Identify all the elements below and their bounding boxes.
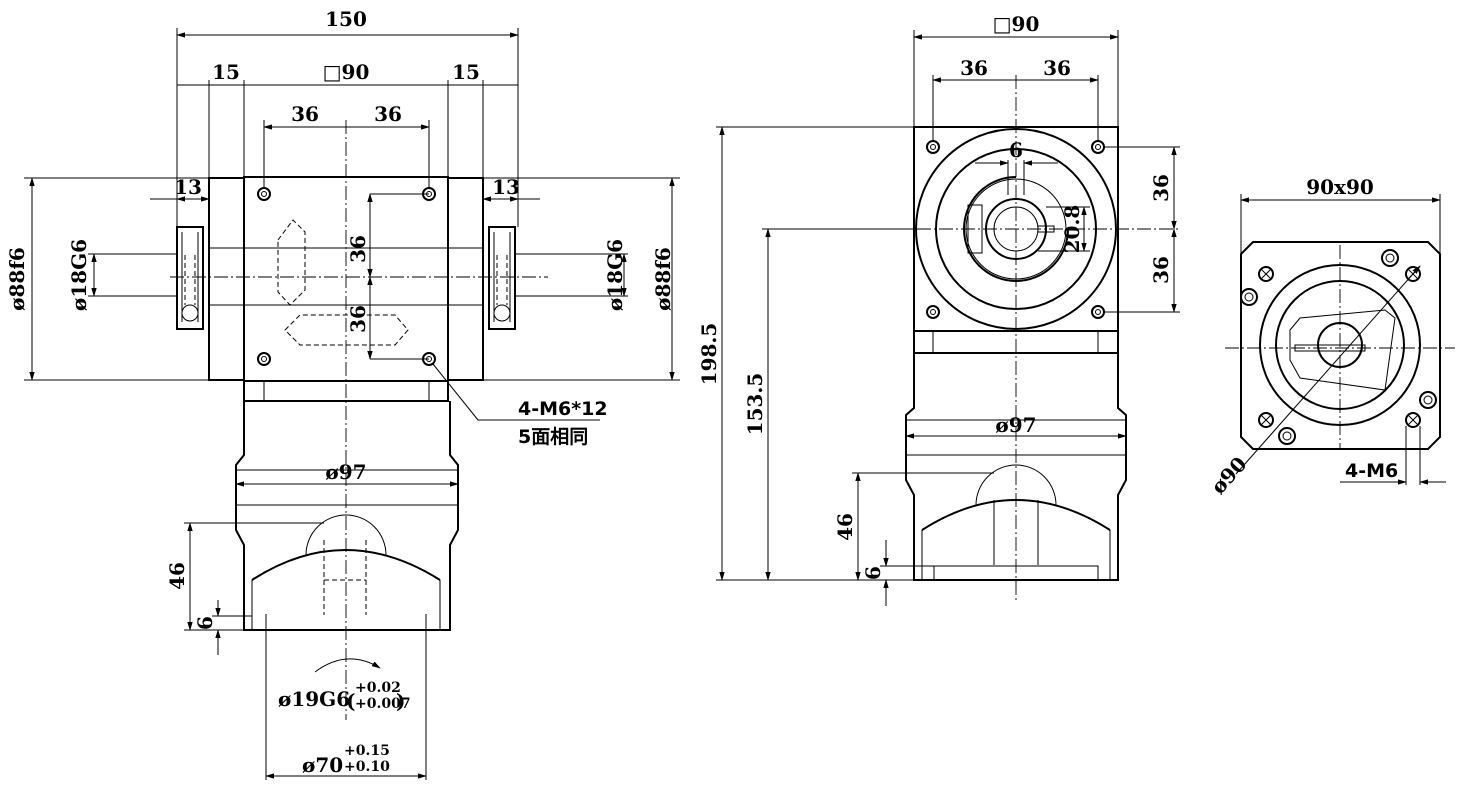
side-hub (963, 176, 1069, 282)
side-dim-hole-right-label: 36 (1043, 56, 1071, 80)
rotation-arrow (314, 658, 381, 673)
thread-note: 4-M6*12 (518, 398, 608, 420)
end-dim-pcd-label: ø90 (1206, 452, 1251, 499)
side-dim-dia97-label: ø97 (995, 413, 1036, 437)
side-dim-axis-height-label: 153.5 (743, 373, 767, 436)
front-view: 150 15 □90 15 36 36 13 13 ø88f6 ø88f6 (5, 7, 680, 780)
dim-shaft-left-label: 13 (174, 175, 202, 199)
dim-flange-left-label: 15 (212, 60, 240, 84)
side-dim-square-label: □90 (993, 12, 1040, 36)
dim-6-label: 6 (193, 616, 217, 630)
end-thread-note: 4-M6 (1345, 460, 1398, 482)
dim-dia97-label: ø97 (325, 460, 366, 484)
front-lower-housing (235, 380, 459, 631)
end-mounting-holes (1240, 249, 1437, 445)
dim-dia88-left-label: ø88f6 (5, 247, 29, 311)
dim-vert-36-top-label: 36 (346, 235, 370, 263)
dim-dia88-right-label: ø88f6 (651, 247, 675, 311)
dim-square-label: □90 (323, 60, 370, 84)
front-shaft-left (176, 226, 204, 330)
dim-dia18-left-label: ø18G6 (67, 239, 91, 311)
dim-hole-right-label: 36 (374, 102, 402, 126)
end-square-flange (1240, 241, 1441, 450)
dim-dia70-tol-lower: +0.10 (344, 759, 390, 775)
dim-shaft-right-label: 13 (492, 175, 520, 199)
dim-dia70-label: ø70 (302, 753, 343, 777)
dim-dia18-right-label: ø18G6 (603, 239, 627, 311)
side-dim-46-label: 46 (833, 513, 857, 541)
front-hidden-feature-1 (277, 219, 306, 306)
dim-hole-left-label: 36 (291, 102, 319, 126)
side-dim-keyway-label: 6 (1009, 138, 1023, 162)
front-mounting-holes (257, 187, 436, 366)
dim-dia70-tol-upper: +0.15 (344, 743, 390, 759)
dim-dia19-tol-lower: +0.007 (355, 696, 411, 712)
dim-flange-right-label: 15 (452, 60, 480, 84)
front-flange-left (208, 177, 245, 381)
side-dim-vert-36-bottom-label: 36 (1149, 256, 1173, 284)
end-pcd-leader (1235, 265, 1421, 475)
front-shaft-right (488, 226, 516, 330)
same-five-faces-note: 5面相同 (518, 426, 588, 448)
thread-leader-line (432, 363, 479, 421)
tol-bracket-close: ) (396, 689, 405, 713)
end-view: 90x90 ø90 4-M6 (1206, 175, 1455, 499)
side-dim-total-height-label: 198.5 (697, 323, 721, 386)
dim-dia19-tol-upper: +0.02 (355, 680, 401, 696)
side-dim-vert-36-top-label: 36 (1149, 174, 1173, 202)
end-dim-size-label: 90x90 (1306, 175, 1374, 199)
tol-bracket-open: ( (346, 689, 355, 713)
side-dim-6-label: 6 (861, 566, 885, 580)
dim-vert-36-bottom-label: 36 (346, 305, 370, 333)
dim-46-label: 46 (165, 562, 189, 590)
front-flange-right (447, 177, 484, 381)
side-dim-hole-left-label: 36 (960, 56, 988, 80)
dim-dia19-label: ø19G6 (278, 687, 350, 711)
front-hidden-feature-2 (284, 314, 409, 346)
side-view: □90 36 36 6 20.8 36 36 198.5 153.5 (697, 12, 1180, 606)
side-dim-keyheight-label: 20.8 (1060, 205, 1084, 254)
dim-overall-width-label: 150 (325, 7, 367, 31)
